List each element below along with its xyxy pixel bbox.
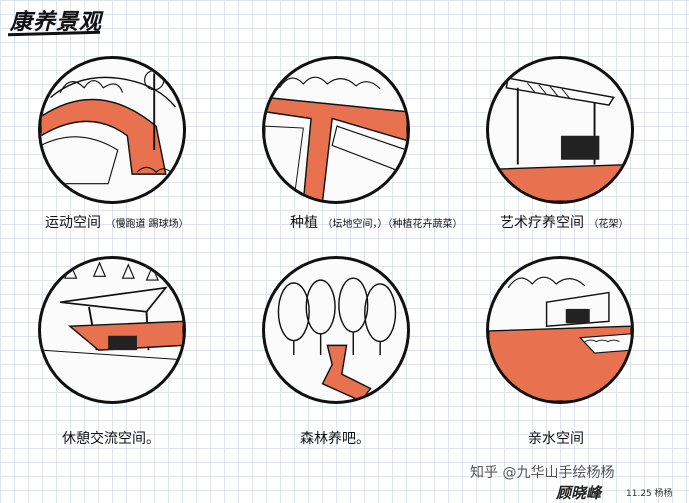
waterfront-icon	[489, 276, 631, 401]
caption-main: 运动空间	[45, 215, 101, 231]
vignette-waterfront	[486, 256, 634, 404]
caption-sports-space: 运动空间 （慢跑道 踢球场）	[45, 212, 189, 232]
planting-beds-icon	[265, 76, 407, 201]
watermark-text: 知乎 @九华山手绘杨杨	[470, 465, 615, 481]
caption-note: （花架）	[588, 219, 629, 230]
caption-planting: 种植 （坛地空间，）（种植花卉蔬菜）	[290, 212, 462, 232]
caption-main: 艺术疗养空间	[500, 215, 584, 231]
page-title: 康养景观	[10, 9, 103, 35]
caption-note: （慢跑道 踢球场）	[105, 219, 189, 230]
artist-signature: 顾晓峰	[556, 484, 602, 502]
caption-main: 休憩交流空间。	[62, 431, 160, 447]
caption-art-therapy: 艺术疗养空间 （花架）	[500, 212, 628, 232]
caption-waterfront: 亲水空间	[528, 428, 584, 448]
caption-note: （坛地空间，）（种植花卉蔬菜）	[322, 219, 463, 230]
vignette-art-therapy	[486, 56, 634, 204]
caption-rest-exchange: 休憩交流空间。	[62, 428, 160, 448]
shelter-icon	[41, 261, 183, 361]
forest-path-icon	[277, 277, 397, 401]
vignette-planting	[262, 56, 410, 204]
vignette-sports-space	[38, 56, 186, 204]
vignette-rest-exchange	[38, 256, 186, 404]
caption-main: 森林养吧。	[300, 431, 370, 447]
caption-main: 种植	[290, 215, 318, 231]
vignette-forest-wellness	[262, 256, 410, 404]
running-track-icon	[41, 69, 176, 185]
caption-forest-wellness: 森林养吧。	[300, 428, 370, 448]
caption-main: 亲水空间	[528, 431, 584, 447]
pergola-icon	[489, 77, 631, 201]
drawing-date: 11.25 杨杨	[626, 489, 673, 499]
